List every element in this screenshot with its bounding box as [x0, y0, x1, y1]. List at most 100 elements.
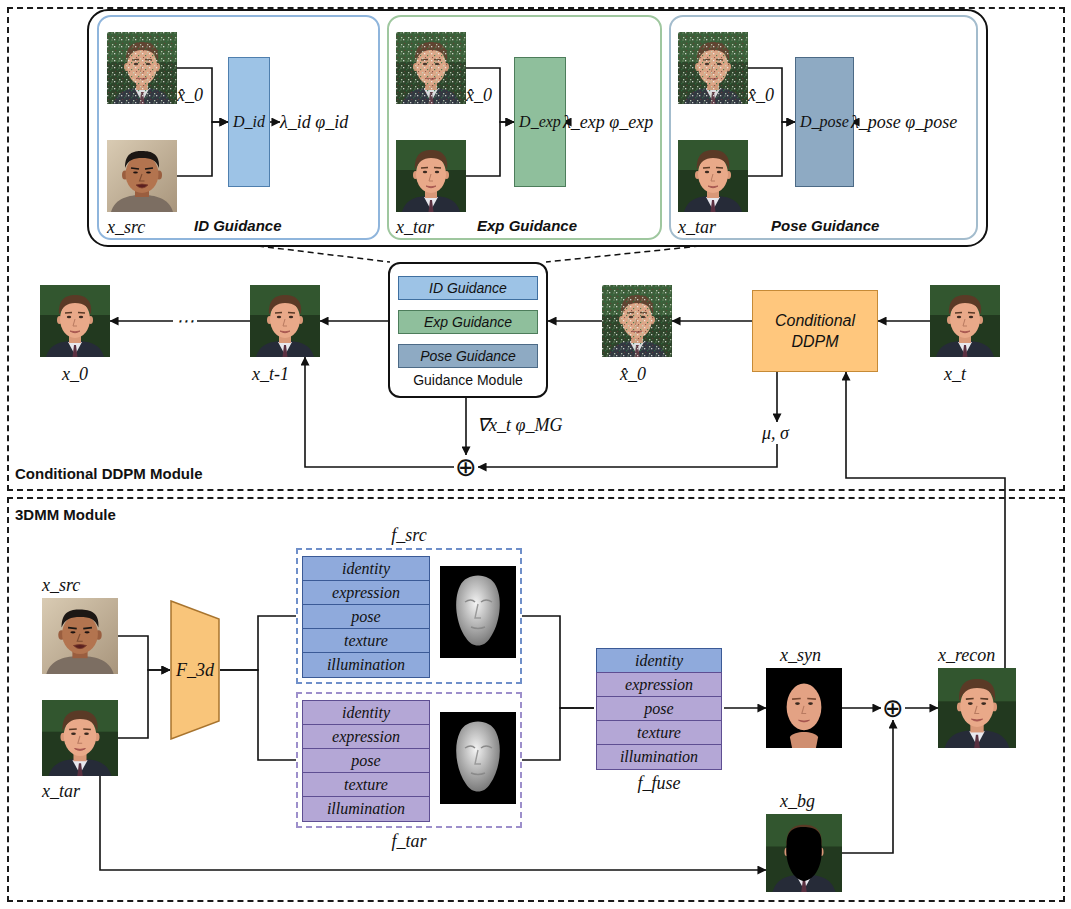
connector-arrow — [220, 670, 296, 760]
zoom-line — [546, 246, 700, 262]
sum-symbol: ⊕ — [454, 455, 478, 479]
node-label: illumination — [620, 747, 698, 767]
node-label: x_tar — [678, 216, 716, 238]
guidance-panel: Pose Guidance x̂_0 x_tar D_poseλ_pose φ_pos… — [669, 15, 978, 240]
connector-arrow — [320, 320, 388, 322]
edge-label: ⋯ — [173, 311, 197, 331]
discriminator-box: D_exp — [514, 57, 566, 187]
node-label: illumination — [327, 655, 405, 675]
node-label: x̂_0 — [620, 363, 646, 385]
node-label: x̂_0 — [466, 84, 492, 106]
node-label: texture — [637, 723, 681, 743]
node-label: Exp Guidance — [477, 216, 577, 236]
process-box: Conditional DDPM — [752, 290, 878, 372]
face-image: x̂_0 — [107, 32, 177, 104]
face-image: x_src — [107, 140, 177, 212]
connector-arrow — [776, 372, 778, 422]
feature-field: expression — [302, 724, 430, 750]
feature-field: expression — [596, 672, 722, 698]
connector-arrow — [466, 122, 514, 176]
node-label: x̂_0 — [748, 84, 774, 106]
feature-field: texture — [596, 720, 722, 746]
connector-arrow — [748, 122, 795, 176]
node-label: f_src — [298, 524, 520, 546]
node-label: illumination — [327, 799, 405, 819]
mesh-picture — [440, 712, 516, 804]
connector-arrow — [478, 444, 777, 467]
node-label: identity — [342, 559, 390, 579]
face-picture — [938, 668, 1016, 748]
node-label: pose — [351, 607, 380, 627]
guidance-item: Pose Guidance — [398, 344, 538, 368]
connector-arrow — [466, 68, 514, 122]
node-label: texture — [344, 775, 388, 795]
feature-group: f_taridentityexpressionposetextureillumi… — [296, 692, 522, 828]
node-label: x_tar — [396, 216, 434, 238]
face-picture — [107, 32, 177, 104]
node-label: x_src — [42, 574, 80, 596]
discriminator-box: D_id — [228, 57, 270, 187]
feature-field: pose — [302, 604, 430, 630]
connector-arrow — [270, 121, 280, 123]
face-image: x_recon — [938, 668, 1016, 748]
connector-arrow — [878, 320, 930, 322]
node-label: D_exp — [519, 113, 561, 131]
face-picture — [678, 140, 748, 212]
node-label: Exp Guidance — [424, 314, 512, 330]
node-label: ⊕ — [882, 696, 904, 720]
sum-symbol: ⊕ — [881, 696, 905, 720]
node-label: x_0 — [62, 363, 88, 385]
node-label: λ_id φ_id — [280, 111, 348, 133]
feature-field: texture — [302, 772, 430, 798]
zoom-line — [258, 246, 390, 262]
connector-group — [100, 68, 1005, 870]
face-picture — [602, 285, 672, 357]
guidance-item: Exp Guidance — [398, 310, 538, 334]
connector-arrow — [522, 708, 594, 760]
connector-arrow — [672, 320, 752, 322]
connector-arrow — [220, 616, 296, 670]
node-label: ⊕ — [455, 455, 477, 479]
feature-field: identity — [596, 648, 722, 674]
loss-term: λ_pose φ_pose — [851, 111, 957, 133]
face-picture — [42, 598, 118, 674]
node-label: Guidance Module — [390, 370, 546, 390]
loss-term: μ, σ — [762, 422, 789, 444]
feature-field: identity — [302, 556, 430, 582]
feature-field: texture — [302, 628, 430, 654]
connector-arrow — [118, 636, 170, 670]
face-picture — [396, 140, 466, 212]
node-label: Conditional DDPM Module — [15, 464, 202, 484]
node-label: expression — [625, 675, 693, 695]
node-label: x_t — [944, 363, 966, 385]
node-label: Pose Guidance — [771, 216, 879, 236]
feature-field: expression — [302, 580, 430, 606]
edge-label: ∇x_t φ_MG — [474, 415, 565, 435]
node-label: identity — [342, 703, 390, 723]
node-label: D_pose — [800, 113, 849, 131]
mesh-picture — [440, 566, 516, 658]
face-picture — [40, 285, 110, 357]
loss-term: λ_id φ_id — [280, 111, 348, 133]
node-label: pose — [351, 751, 380, 771]
connector-arrow — [905, 707, 938, 709]
feature-field: illumination — [302, 796, 430, 822]
connector-arrow — [548, 320, 602, 322]
face-image: x_tar — [42, 700, 118, 776]
trapezoid-shape — [171, 601, 219, 739]
face-picture — [42, 700, 118, 776]
node-label: ID Guidance — [194, 216, 282, 236]
discriminator-box: D_pose — [795, 57, 854, 187]
face-image: x̂_0 — [602, 285, 672, 357]
connector-arrow — [724, 707, 766, 709]
encoder-trapezoid: F_3d — [170, 600, 220, 740]
guidance-panel: ID Guidance x̂_0 x_src D_id λ_id φ_id — [97, 15, 380, 240]
face-image: x̂_0 — [396, 32, 466, 104]
face-picture — [766, 814, 842, 892]
node-label: x_bg — [780, 790, 815, 812]
face-image: x_syn — [766, 668, 842, 748]
connector-arrow — [748, 68, 795, 122]
node-label: x_t-1 — [252, 363, 289, 385]
node-label: f_fuse — [594, 772, 724, 794]
